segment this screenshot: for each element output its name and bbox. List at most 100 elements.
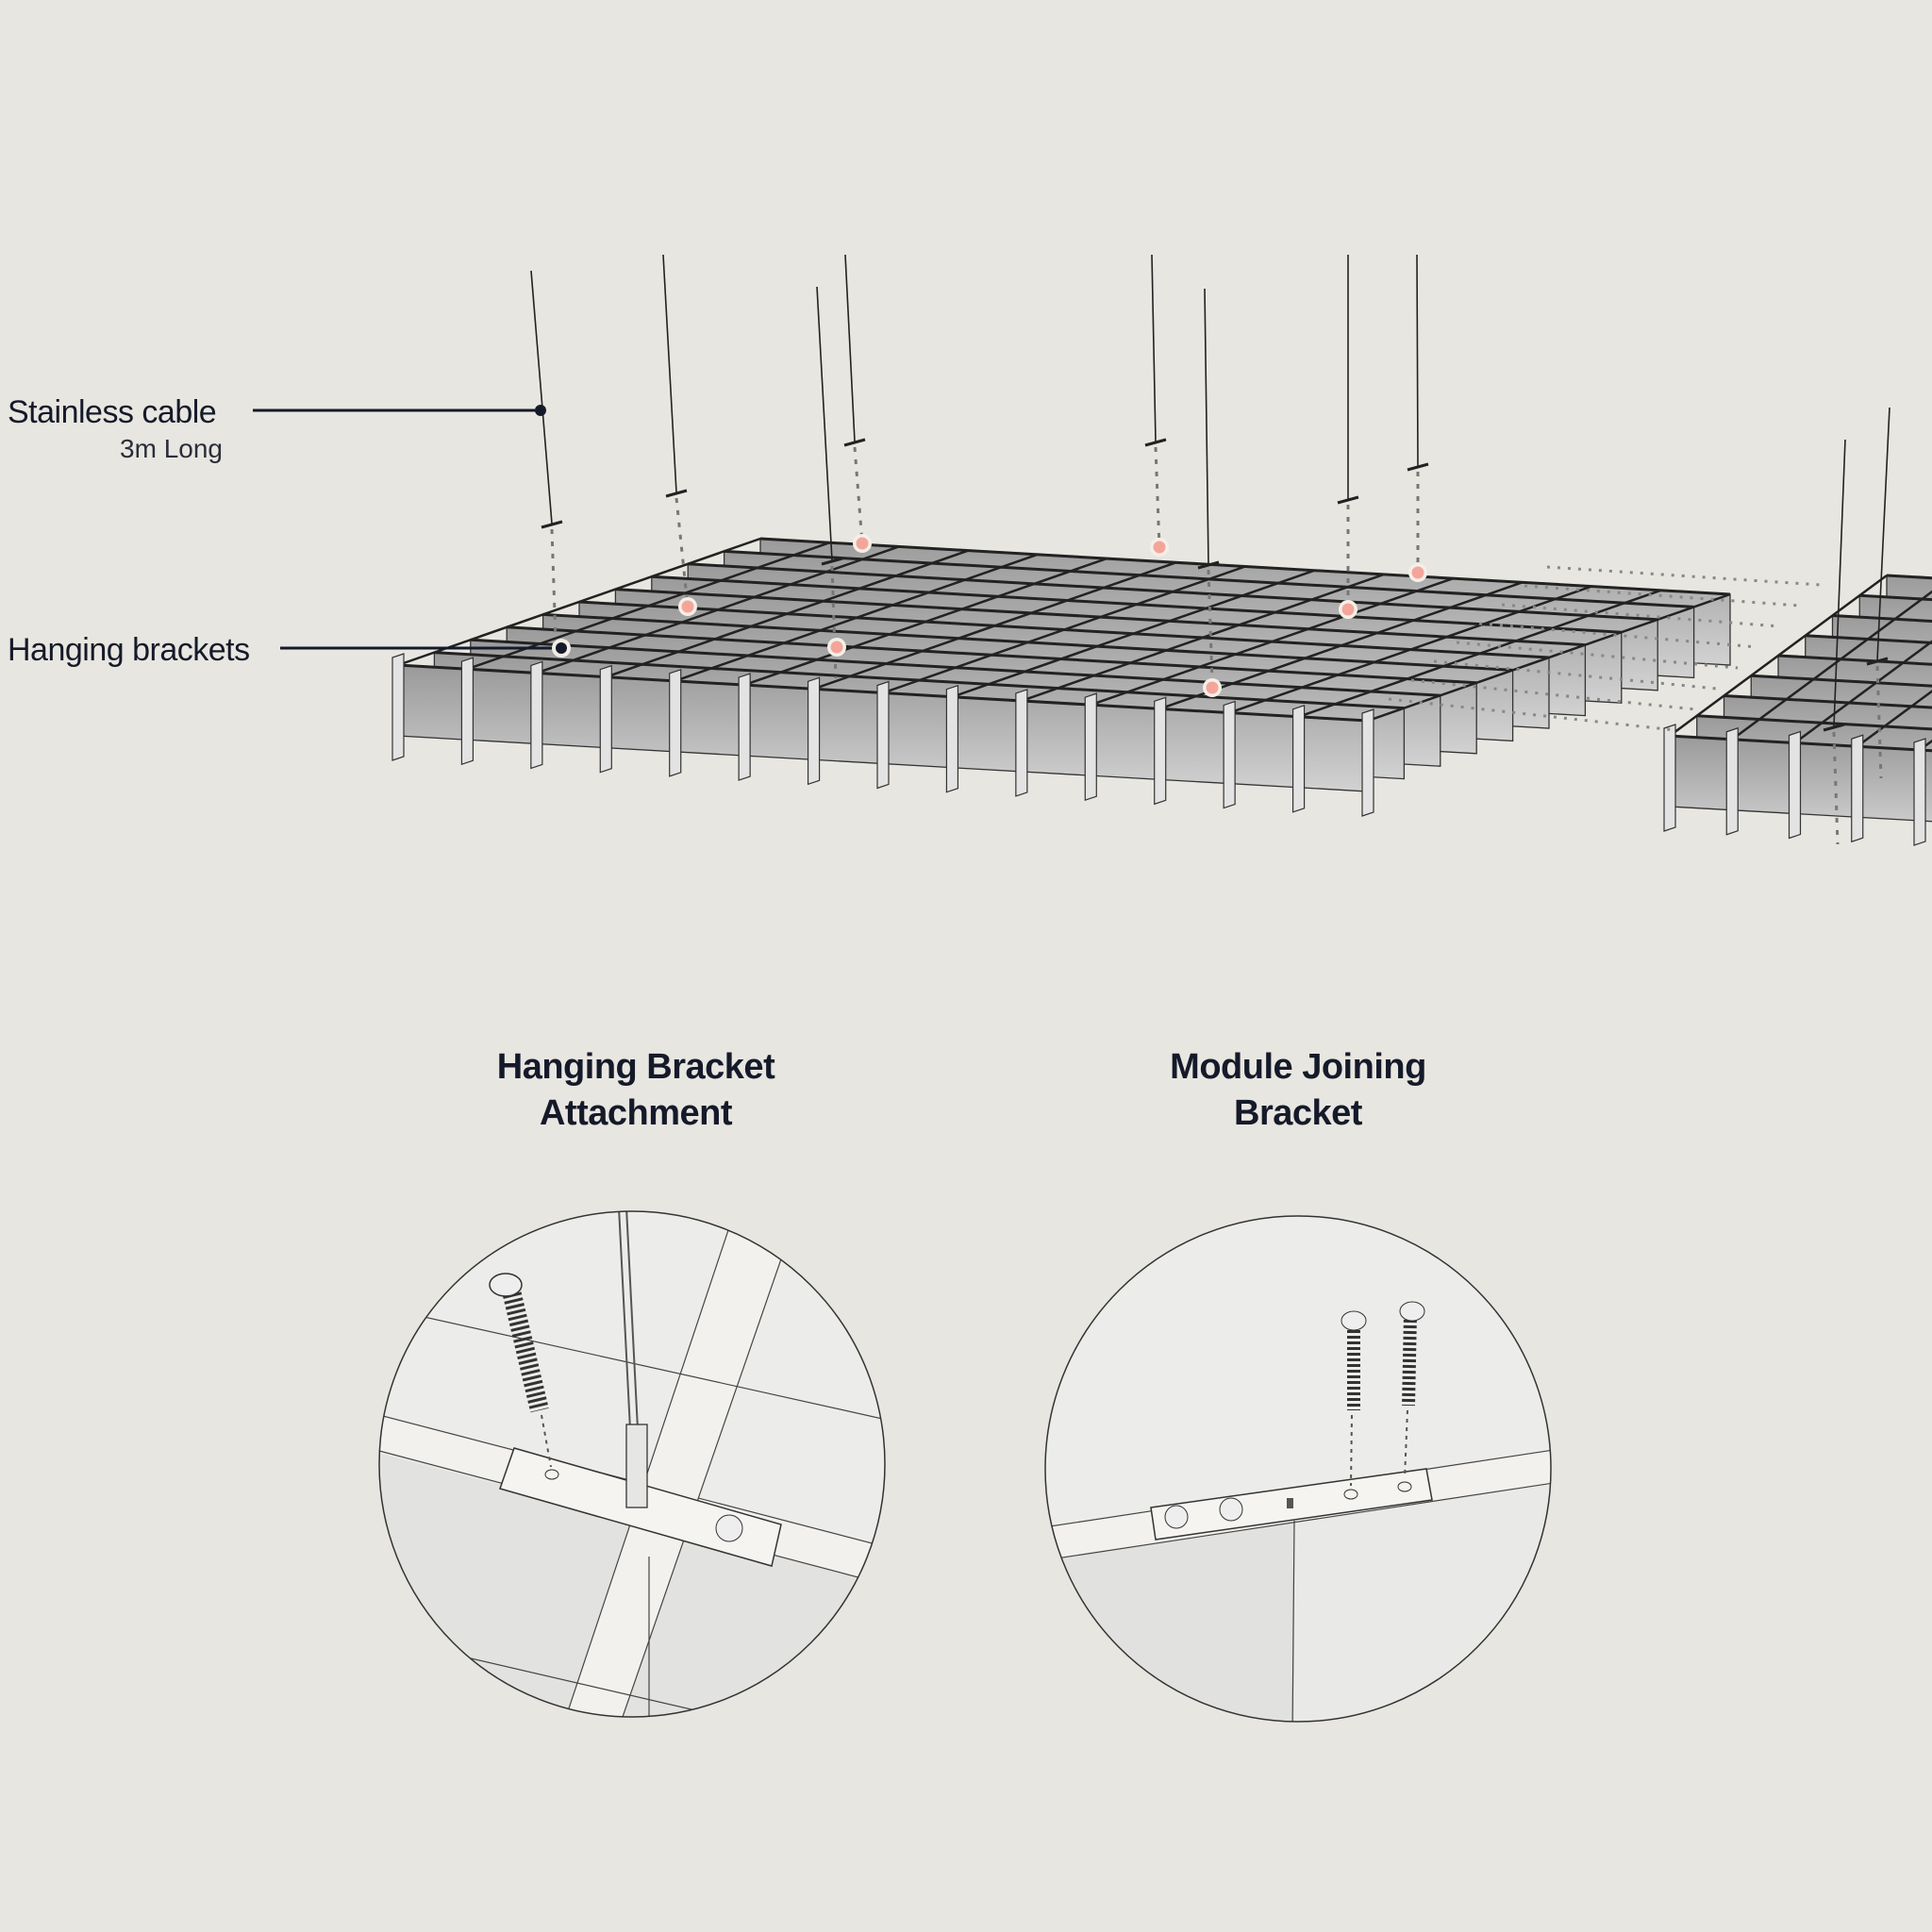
cable-bracket-icon — [1823, 723, 1845, 732]
cable-bracket-icon — [1407, 462, 1429, 472]
grid-front-fin — [1788, 730, 1802, 840]
detail-title-hanging-bracket: Hanging Bracket Attachment — [400, 1044, 872, 1137]
grid-front-fin — [460, 657, 475, 766]
screw-icon — [1399, 1301, 1425, 1322]
stainless-cable — [530, 270, 553, 525]
stainless-cable — [1204, 288, 1209, 565]
screw-hole — [544, 1469, 559, 1480]
grid-front-fin — [876, 680, 890, 790]
grid-fin-edge — [1696, 714, 1932, 731]
screw-thread — [500, 1280, 549, 1413]
grid-front-fin — [945, 684, 959, 793]
grid-cross-fin — [605, 549, 969, 678]
grid-module-adjacent — [1388, 565, 1932, 846]
grid-cross-fin — [1669, 574, 1888, 738]
grid-module-main — [391, 537, 1731, 817]
hanging-bracket-detail — [378, 1210, 886, 1718]
grid-cross-fin — [1090, 576, 1454, 707]
center-tab — [1287, 1498, 1293, 1508]
grid-front-fin — [1851, 734, 1864, 843]
grid-front-fin — [530, 660, 543, 770]
stainless-cable-label: Stainless cable — [8, 394, 217, 430]
bracket-marker-dot — [1153, 541, 1166, 554]
hanging-bracket-markers — [678, 534, 1427, 697]
cable-sleeve — [625, 1424, 648, 1508]
stainless-cable — [662, 254, 677, 493]
stainless-cable — [844, 254, 856, 442]
grid-cross-fin — [1228, 585, 1592, 714]
screw-hole — [1343, 1489, 1358, 1500]
title-line: Hanging Bracket — [496, 1047, 775, 1087]
grid-front-fin — [599, 664, 612, 774]
grid-fin-edge — [1805, 634, 1932, 644]
grid-front-fin — [1223, 700, 1236, 809]
bracket-leader-dot — [556, 642, 567, 654]
stainless-cables — [530, 254, 1890, 845]
grid-cross-fin — [813, 561, 1176, 691]
grid-cross-fin — [1021, 573, 1385, 703]
module-join-guide — [1524, 584, 1801, 608]
stainless-cable — [1416, 254, 1419, 467]
grid-front-fin — [1361, 708, 1374, 817]
grid-cross-fin — [952, 569, 1315, 698]
stainless-cable — [1833, 439, 1846, 727]
grid-cross-fin — [397, 537, 761, 667]
bracket-marker-dot — [1206, 681, 1219, 694]
bracket-marker-dot — [1411, 566, 1424, 579]
detail-circle-left — [378, 1210, 886, 1718]
grid-front-fin — [1663, 724, 1676, 832]
grid-cross-fin — [1298, 589, 1661, 718]
screw-head — [715, 1514, 743, 1542]
bracket-marker-dot — [856, 537, 869, 550]
grid-fin-edge — [1777, 654, 1932, 666]
screw-head — [1164, 1505, 1189, 1529]
grid-front-fin — [391, 653, 405, 761]
module-join-guide — [1546, 565, 1822, 587]
screw-thread — [1402, 1313, 1417, 1407]
module-joining-detail — [1044, 1215, 1552, 1723]
grid-front-fin — [738, 673, 751, 781]
grid-fin-edge — [1751, 674, 1932, 688]
grid-front-fin — [807, 676, 821, 786]
drop-guide-line — [1154, 446, 1161, 548]
grid-cross-fin — [1731, 590, 1932, 741]
cable-bracket-icon — [541, 520, 563, 529]
screw-head — [1219, 1497, 1243, 1522]
cable-bracket-icon — [665, 489, 688, 498]
title-line: Module Joining — [1170, 1047, 1426, 1087]
hanging-brackets-label: Hanging brackets — [8, 632, 250, 668]
detail-title-module-joining: Module Joining Bracket — [1062, 1044, 1534, 1137]
bracket-marker-dot — [830, 641, 843, 654]
grid-fin-edge — [1832, 614, 1932, 623]
grid-cross-fin — [675, 553, 1039, 683]
grid-fin-edge — [1724, 694, 1932, 709]
grid-cross-fin — [536, 545, 900, 675]
grid-front-fin — [1913, 738, 1926, 846]
stainless-cable — [1876, 407, 1890, 661]
cable-length-label: 3m Long — [120, 434, 223, 463]
grid-cross-fin — [1857, 690, 1932, 748]
drop-guide-line — [853, 446, 864, 544]
module-join-guide — [1388, 697, 1676, 732]
title-line: Bracket — [1234, 1093, 1362, 1133]
grid-cross-fin — [1793, 640, 1932, 744]
cable-bracket-icon — [1197, 560, 1220, 570]
bracket-marker-dot — [1341, 603, 1355, 616]
cable-bracket-icon — [821, 557, 843, 566]
screw-hole — [1397, 1481, 1412, 1492]
stainless-cable — [1151, 254, 1157, 442]
grid-front-fin — [1084, 692, 1097, 801]
cable-bracket-icon — [1144, 438, 1167, 447]
grid-cross-fin — [743, 557, 1108, 687]
detail-circle-right — [1044, 1215, 1552, 1723]
grid-front-fin — [1015, 689, 1028, 797]
screw-icon — [1341, 1310, 1367, 1331]
grid-cross-fin — [882, 565, 1246, 694]
grid-front-fin — [1154, 696, 1167, 806]
cable-bracket-icon — [843, 438, 866, 447]
grid-cross-fin — [1367, 592, 1731, 723]
cable-bracket-icon — [1866, 657, 1889, 666]
screw-icon — [489, 1273, 523, 1297]
